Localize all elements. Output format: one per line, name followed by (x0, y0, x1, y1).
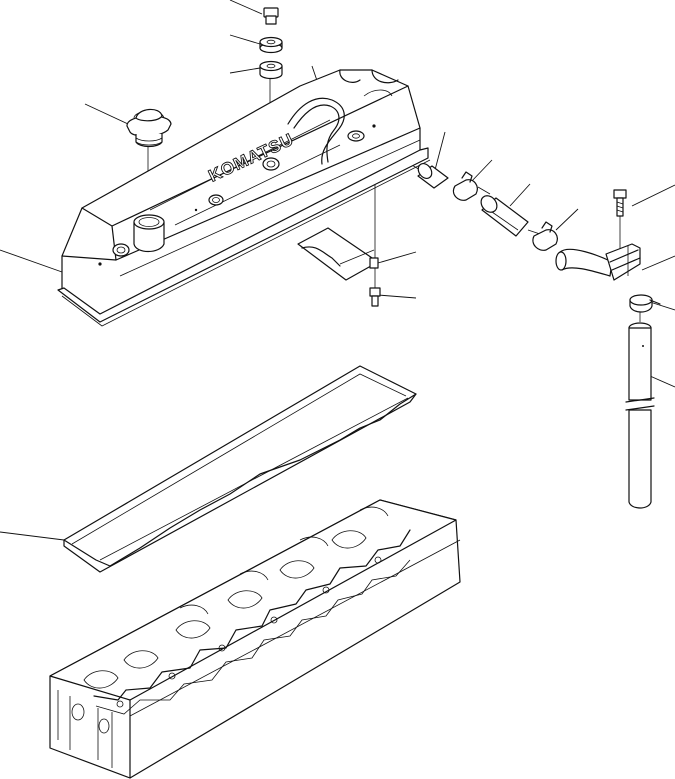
leader-clamp-3 (650, 302, 675, 310)
breather-elbow-pipe (556, 244, 640, 280)
cylinder-head (50, 500, 460, 778)
top-washer-1 (260, 38, 282, 53)
leader-bracket (378, 252, 416, 263)
head-cover-gasket (64, 366, 416, 572)
leader-washer-2 (230, 68, 260, 73)
leader-washer-1 (230, 35, 260, 44)
leader-long-hose (650, 376, 675, 387)
hose-clamp-3 (630, 295, 660, 312)
hose-clamp-2 (533, 222, 557, 250)
leader-oil-filler-cap (85, 104, 128, 124)
bolt-right (614, 190, 626, 216)
top-washer-2 (260, 62, 282, 79)
hose-clamp-1 (453, 172, 477, 200)
bracket-bolt (370, 288, 380, 306)
oil-filler-cap (127, 109, 171, 146)
hose-bracket (298, 228, 378, 280)
leader-clamp-2 (556, 209, 578, 230)
breather-hose-short (478, 193, 528, 236)
leader-gasket (0, 532, 64, 540)
top-mounting-bolt (264, 8, 278, 24)
leader-head-cover (0, 250, 62, 272)
leader-lines (0, 0, 675, 540)
leader-bolt-top (230, 0, 262, 14)
leader-elbow-pipe (642, 256, 675, 270)
long-breather-hose (626, 323, 654, 508)
leader-hose-short (510, 184, 530, 206)
cylinder-head-cover: KOMATSU (58, 70, 430, 326)
leader-pipe-nipple (435, 132, 445, 170)
leader-bolt-bracket (378, 295, 416, 298)
leader-clamp-1 (470, 160, 492, 183)
leader-bolt-right (632, 185, 675, 206)
breather-pipe-nipple (415, 161, 448, 188)
